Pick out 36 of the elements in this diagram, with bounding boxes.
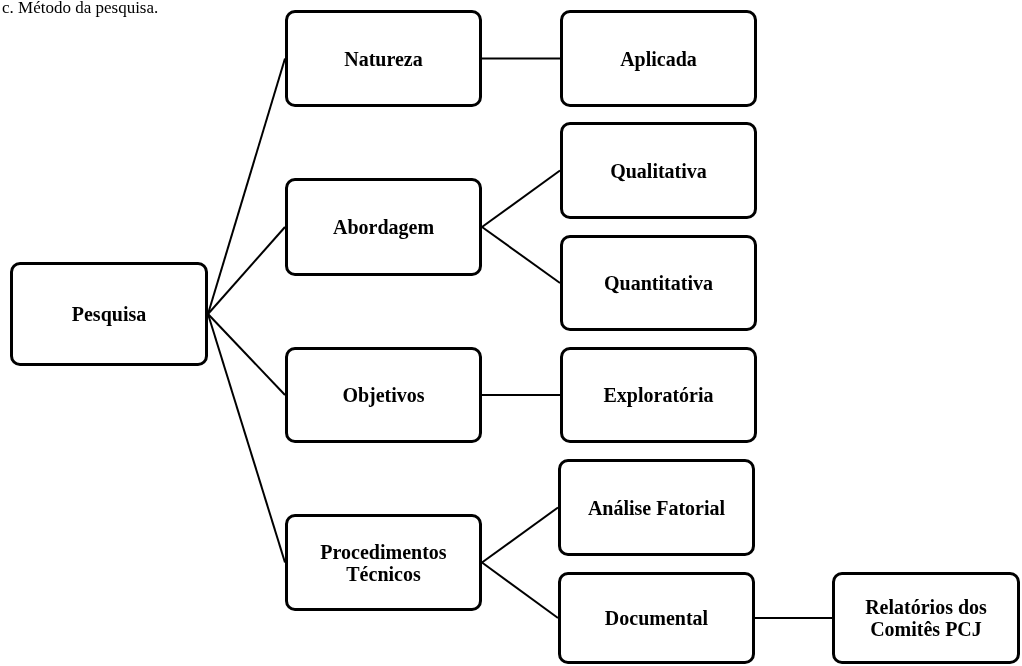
connector-line <box>207 313 286 396</box>
box-label: Relatórios dos Comitês PCJ <box>864 596 988 640</box>
heading: c. Método da pesquisa. <box>2 0 159 18</box>
connector-line <box>207 313 286 564</box>
box-label: Abordagem <box>332 216 435 238</box>
box-label: Documental <box>604 607 709 629</box>
box-label: Qualitativa <box>610 159 707 182</box>
rounded-box <box>285 178 482 276</box>
connector-line <box>481 394 561 396</box>
box-label: Análise Fatorial <box>587 496 726 519</box>
box-label: Procedimentos Técnicos <box>319 540 448 585</box>
connector-line <box>481 57 561 60</box>
rounded-box <box>285 514 482 611</box>
rounded-box <box>285 10 482 107</box>
connector-line <box>207 226 286 315</box>
box-label: Exploratória <box>603 384 714 406</box>
connector-line <box>481 506 559 564</box>
box-label: Quantitativa <box>604 272 713 294</box>
box-label: Natureza <box>344 47 423 70</box>
rounded-box <box>560 235 757 331</box>
rounded-box <box>285 347 482 443</box>
rounded-box <box>560 10 757 107</box>
connector-line <box>481 226 561 284</box>
connector-line <box>207 57 286 315</box>
box-label: Aplicada <box>620 47 697 70</box>
connector-line <box>754 617 833 619</box>
rounded-box <box>10 262 208 366</box>
rounded-box <box>558 459 755 556</box>
rounded-box <box>832 572 1020 664</box>
connector-line <box>481 169 561 228</box>
box-label: Pesquisa <box>71 303 147 325</box>
rounded-box <box>558 572 755 664</box>
rounded-box <box>560 122 757 219</box>
rounded-box <box>560 347 757 443</box>
box-label: Objetivos <box>342 384 425 406</box>
connector-line <box>481 561 559 619</box>
